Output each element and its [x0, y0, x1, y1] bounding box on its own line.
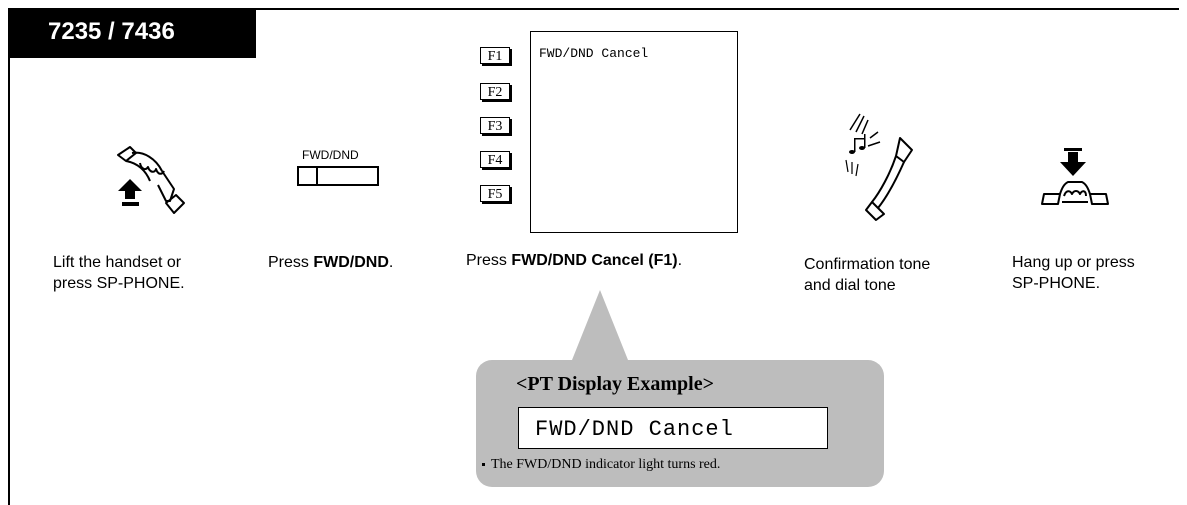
step-5-text: Hang up or press SP-PHONE. [1012, 252, 1135, 294]
step-1-text: Lift the handset or press SP-PHONE. [53, 252, 185, 294]
step-4-line-1: Confirmation tone [804, 256, 931, 273]
pt-display-text: FWD/DND Cancel [535, 417, 734, 442]
function-key-f1: F1 [480, 47, 510, 64]
step-5-line-1: Hang up or press [1012, 254, 1135, 271]
model-header: 7235 / 7436 [8, 8, 256, 58]
bullet-icon [482, 463, 485, 467]
step-3-prefix: Press [466, 252, 512, 269]
lcd-f1-text: FWD/DND Cancel [539, 46, 649, 61]
function-key-f4: F4 [480, 151, 510, 168]
hang-up-icon [1041, 148, 1109, 205]
step-5-line-2: SP-PHONE. [1012, 275, 1101, 292]
frame-top-rule [8, 8, 1179, 10]
step-3-suffix: . [677, 252, 683, 269]
step-2-bold: FWD/DND [313, 254, 389, 271]
model-label: 7235 / 7436 [48, 18, 175, 45]
tone-handset-icon [845, 113, 913, 221]
callout-note: The FWD/DND indicator light turns red. [480, 457, 720, 473]
lcd-display-panel: FWD/DND Cancel [530, 31, 738, 233]
step-2-text: Press FWD/DND. [268, 252, 393, 273]
step-4-text: Confirmation tone and dial tone [804, 254, 930, 296]
function-key-f2: F2 [480, 83, 510, 100]
fwd-dnd-button-icon [297, 166, 379, 186]
callout-title: <PT Display Example> [516, 373, 715, 395]
function-key-f5: F5 [480, 185, 510, 202]
fwd-dnd-button-label: FWD/DND [302, 148, 359, 162]
frame-left-rule [8, 8, 10, 505]
step-2-prefix: Press [268, 254, 314, 271]
step-3-bold: FWD/DND Cancel (F1) [511, 252, 678, 269]
handset-lift-icon [117, 146, 185, 214]
function-key-f3: F3 [480, 117, 510, 134]
step-2-suffix: . [388, 254, 394, 271]
step-3-text: Press FWD/DND Cancel (F1). [466, 250, 682, 271]
step-1-line-2: press SP-PHONE. [53, 275, 185, 292]
callout-pointer [570, 290, 630, 365]
callout-note-text: The FWD/DND indicator light turns red. [491, 457, 721, 472]
step-4-line-2: and dial tone [804, 277, 896, 294]
step-1-line-1: Lift the handset or [53, 254, 182, 271]
pt-display-box: FWD/DND Cancel [518, 407, 828, 449]
